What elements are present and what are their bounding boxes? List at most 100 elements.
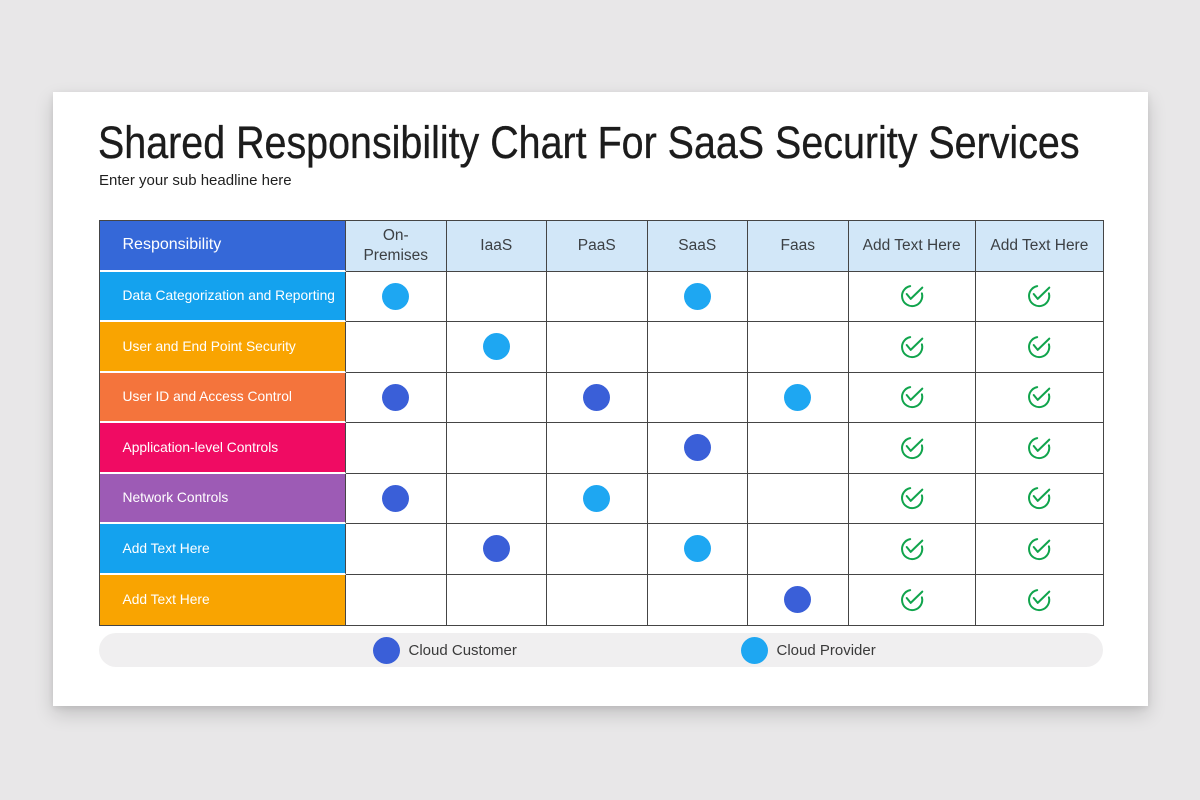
row-label-6: Add Text Here [99, 524, 346, 575]
cell-r5-c7 [975, 473, 1103, 524]
cloud-provider-dot-icon [382, 282, 410, 310]
check-icon [900, 487, 923, 510]
cell-r7-c1 [346, 574, 447, 625]
cell-r4-c4 [647, 423, 748, 474]
legend-label-cloud-customer: Cloud Customer [408, 641, 517, 659]
cell-r1-c4 [647, 271, 748, 322]
check-icon [1028, 588, 1051, 611]
cell-r6-c1 [346, 524, 447, 575]
cell-r2-c5 [748, 322, 849, 373]
cloud-customer-dot-icon [372, 636, 400, 664]
cell-r3-c3 [547, 372, 648, 423]
table-row-7: Add Text Here [99, 574, 1103, 625]
cloud-provider-dot-icon [784, 383, 812, 411]
cell-r5-c5 [748, 473, 849, 524]
slide-card: Shared Responsibility Chart For SaaS Sec… [53, 92, 1148, 706]
check-icon [1028, 285, 1051, 308]
cell-r2-c1 [346, 322, 447, 373]
table-row-3: User ID and Access Control [99, 372, 1103, 423]
column-header-on-premises-1: On-Premises [346, 221, 447, 272]
column-header-add-text-here-7: Add Text Here [975, 221, 1103, 272]
cloud-customer-dot-icon [382, 383, 410, 411]
slide-title: Shared Responsibility Chart For SaaS Sec… [98, 117, 1080, 168]
cell-r3-c5 [748, 372, 849, 423]
cell-r3-c2 [446, 372, 547, 423]
cell-r2-c6 [848, 322, 976, 373]
cloud-provider-dot-icon [683, 535, 711, 563]
cell-r6-c7 [975, 524, 1103, 575]
check-icon [900, 285, 923, 308]
cell-r3-c1 [346, 372, 447, 423]
cell-r6-c4 [647, 524, 748, 575]
row-label-2: User and End Point Security [99, 322, 346, 373]
check-icon [900, 386, 923, 409]
column-header-add-text-here-6: Add Text Here [848, 221, 976, 272]
row-label-1: Data Categorization and Reporting [99, 271, 346, 322]
cell-r7-c2 [446, 574, 547, 625]
legend-bar: Cloud Customer Cloud Provider [98, 633, 1103, 667]
cell-r4-c1 [346, 423, 447, 474]
slide-subtitle: Enter your sub headline here [99, 172, 292, 189]
cell-r5-c6 [848, 473, 976, 524]
check-icon [1028, 436, 1051, 459]
cell-r4-c2 [446, 423, 547, 474]
check-icon [900, 537, 923, 560]
cell-r7-c6 [848, 574, 976, 625]
cell-r6-c5 [748, 524, 849, 575]
cell-r4-c7 [975, 423, 1103, 474]
cell-r1-c3 [547, 271, 648, 322]
legend-item-cloud-provider: Cloud Provider [740, 633, 876, 667]
cell-r2-c2 [446, 322, 547, 373]
cell-r6-c2 [446, 524, 547, 575]
legend-label-cloud-provider: Cloud Provider [776, 641, 876, 659]
check-icon [900, 335, 923, 358]
table-row-1: Data Categorization and Reporting [99, 271, 1103, 322]
cloud-provider-dot-icon [482, 333, 510, 361]
cell-r1-c2 [446, 271, 547, 322]
check-icon [1028, 537, 1051, 560]
cloud-provider-dot-icon [683, 282, 711, 310]
cell-r5-c3 [547, 473, 648, 524]
row-label-3: User ID and Access Control [99, 372, 346, 423]
column-header-paas-3: PaaS [547, 221, 648, 272]
check-icon [1028, 386, 1051, 409]
cell-r7-c3 [547, 574, 648, 625]
cell-r7-c4 [647, 574, 748, 625]
cell-r2-c7 [975, 322, 1103, 373]
legend-item-cloud-customer: Cloud Customer [372, 633, 517, 667]
cell-r6-c3 [547, 524, 648, 575]
column-header-responsibility: Responsibility [99, 221, 346, 272]
table-row-2: User and End Point Security [99, 322, 1103, 373]
cell-r3-c6 [848, 372, 976, 423]
cell-r1-c6 [848, 271, 976, 322]
cell-r1-c1 [346, 271, 447, 322]
cloud-provider-dot-icon [583, 484, 611, 512]
cell-r2-c3 [547, 322, 648, 373]
cell-r5-c1 [346, 473, 447, 524]
cell-r1-c7 [975, 271, 1103, 322]
row-label-4: Application-level Controls [99, 423, 346, 474]
cloud-provider-dot-icon [740, 636, 768, 664]
cloud-customer-dot-icon [382, 484, 410, 512]
cell-r7-c5 [748, 574, 849, 625]
cloud-customer-dot-icon [482, 535, 510, 563]
table-row-6: Add Text Here [99, 524, 1103, 575]
column-header-faas-5: Faas [748, 221, 849, 272]
cloud-customer-dot-icon [583, 383, 611, 411]
cell-r4-c3 [547, 423, 648, 474]
cell-r3-c4 [647, 372, 748, 423]
cell-r4-c6 [848, 423, 976, 474]
row-label-7: Add Text Here [99, 574, 346, 625]
check-icon [1028, 335, 1051, 358]
cell-r3-c7 [975, 372, 1103, 423]
cell-r4-c5 [748, 423, 849, 474]
check-icon [1028, 487, 1051, 510]
check-icon [900, 436, 923, 459]
cloud-customer-dot-icon [683, 434, 711, 462]
table-row-4: Application-level Controls [99, 423, 1103, 474]
cell-r5-c2 [446, 473, 547, 524]
check-icon [900, 588, 923, 611]
table-row-5: Network Controls [99, 473, 1103, 524]
cell-r6-c6 [848, 524, 976, 575]
